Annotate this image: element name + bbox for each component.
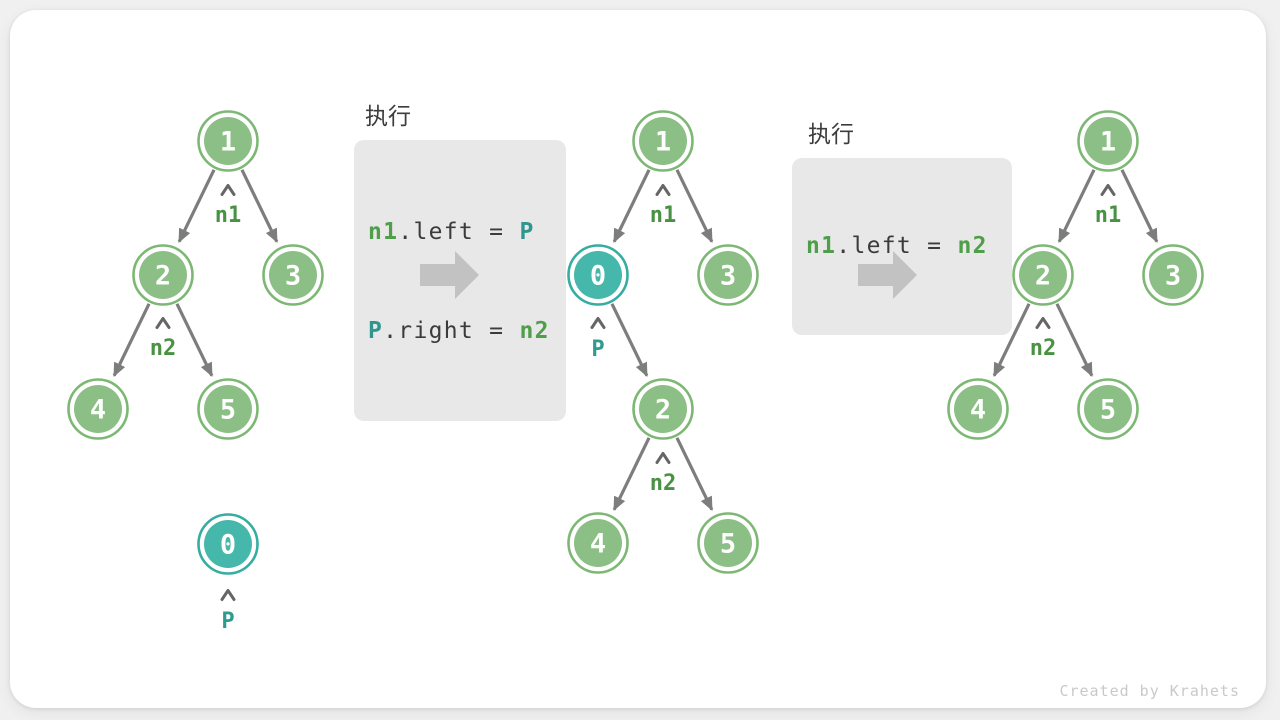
code-line: P.right = n2 [368, 315, 552, 348]
node-value: 0 [590, 261, 606, 292]
caret-up-icon [1100, 184, 1116, 196]
tree-node: 4 [567, 512, 629, 574]
tree-node: 5 [197, 378, 259, 440]
tree-edge [612, 169, 651, 243]
node-value: 2 [655, 395, 671, 426]
pointer-n1: n1 [215, 184, 242, 228]
tree-edge [675, 437, 714, 511]
pointer-label: n2 [150, 336, 177, 361]
node-value: 1 [220, 127, 236, 158]
tree-node: 1 [197, 110, 259, 172]
code-line: n1.left = n2 [806, 230, 998, 263]
pointer-n1: n1 [1095, 184, 1122, 228]
pointer-label: n2 [650, 471, 677, 496]
tree-node: 5 [1077, 378, 1139, 440]
pointer-n2: n2 [650, 452, 677, 496]
pointer-label: P [591, 337, 604, 362]
caret-up-icon [655, 184, 671, 196]
caret-up-icon [155, 317, 171, 329]
code-token: n2 [519, 318, 550, 344]
transition-arrow-icon [420, 251, 479, 299]
pointer-label: P [221, 609, 234, 634]
code-token: P [368, 318, 384, 344]
tree-edge [610, 303, 649, 377]
tree-edge [675, 169, 714, 243]
tree-node: 4 [947, 378, 1009, 440]
code-block-2: n1.left = n2 [792, 158, 1012, 335]
pointer-P: P [590, 317, 606, 362]
code-token: P [519, 219, 535, 245]
node-value: 3 [285, 261, 301, 292]
pointer-n2: n2 [150, 317, 177, 361]
tree-node: 5 [697, 512, 759, 574]
tree-edge [1055, 303, 1094, 377]
pointer-n1: n1 [650, 184, 677, 228]
code-token: n2 [957, 233, 988, 259]
tree-node: 1 [1077, 110, 1139, 172]
node-value: 4 [90, 395, 106, 426]
node-value: 4 [590, 529, 606, 560]
tree-edge [1120, 169, 1159, 243]
pointer-P: P [220, 589, 236, 634]
tree-node: 2 [1012, 244, 1074, 306]
caret-up-icon [220, 184, 236, 196]
node-value: 2 [1035, 261, 1051, 292]
node-value: 0 [220, 530, 236, 561]
node-value: 1 [655, 127, 671, 158]
pointer-label: n1 [215, 203, 242, 228]
exec-title-1: 执行 [365, 104, 411, 130]
node-value: 1 [1100, 127, 1116, 158]
tree-node: 0 [567, 244, 629, 306]
tree-node: 3 [262, 244, 324, 306]
tree-node: 1 [632, 110, 694, 172]
code-token: .left = [398, 219, 520, 245]
tree-edge [240, 169, 279, 243]
code-line: n1.left = P [368, 216, 552, 249]
tree-node: 3 [1142, 244, 1204, 306]
tree-edge [992, 303, 1031, 377]
caret-up-icon [220, 589, 236, 601]
node-value: 5 [720, 529, 736, 560]
pointer-label: n1 [650, 203, 677, 228]
pointer-n2: n2 [1030, 317, 1057, 361]
tree-node: 2 [132, 244, 194, 306]
tree-node: 2 [632, 378, 694, 440]
exec-title-2: 执行 [808, 122, 854, 148]
tree-edge [175, 303, 214, 377]
tree-node: 3 [697, 244, 759, 306]
transition-arrow-icon [858, 251, 917, 299]
node-value: 4 [970, 395, 986, 426]
node-value: 5 [1100, 395, 1116, 426]
tree-edge [1057, 169, 1096, 243]
pointer-label: n2 [1030, 336, 1057, 361]
node-value: 5 [220, 395, 236, 426]
tree-node: 4 [67, 378, 129, 440]
code-token: n1 [806, 233, 837, 259]
node-value: 2 [155, 261, 171, 292]
watermark: Created by Krahets [1059, 682, 1240, 700]
caret-up-icon [590, 317, 606, 329]
tree-edge [177, 169, 216, 243]
code-token: .right = [383, 318, 520, 344]
tree-edge [112, 303, 151, 377]
code-token: .left = [836, 233, 958, 259]
pointer-label: n1 [1095, 203, 1122, 228]
caret-up-icon [1035, 317, 1051, 329]
code-token: n1 [368, 219, 399, 245]
node-value: 3 [1165, 261, 1181, 292]
caret-up-icon [655, 452, 671, 464]
node-value: 3 [720, 261, 736, 292]
tree-node: 0 [197, 513, 259, 575]
tree-edge [612, 437, 651, 511]
